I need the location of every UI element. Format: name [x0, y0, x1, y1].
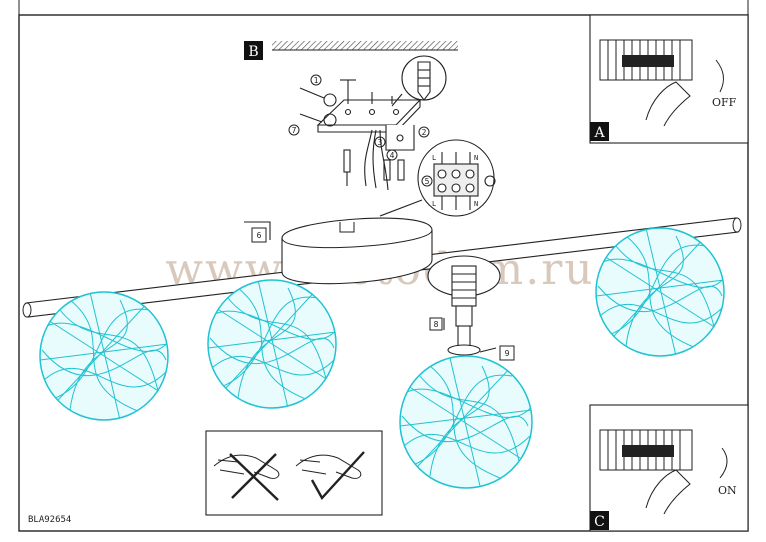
step-7: 7 — [292, 126, 297, 135]
hand-icon — [645, 469, 691, 515]
section-b: B — [244, 41, 496, 217]
step-markers: 1 2 3 4 5 6 7 8 9 — [251, 74, 515, 361]
panel-c-label: C — [594, 514, 605, 530]
bulb-socket — [427, 255, 501, 356]
page-frame — [18, 14, 749, 532]
terminal-label-top-l: L — [432, 154, 436, 162]
check-mark — [310, 451, 365, 501]
hand-icon — [645, 81, 691, 127]
document-code: BLA92654 — [28, 515, 71, 525]
switch-off-text: OFF — [712, 96, 737, 109]
step-2: 2 — [422, 128, 427, 137]
step-3: 3 — [378, 138, 383, 147]
panel-c: ON C — [589, 404, 749, 532]
step-4: 4 — [390, 151, 395, 160]
step-6: 6 — [257, 231, 262, 240]
shade-3 — [399, 355, 533, 489]
glove-notice — [205, 430, 383, 516]
terminal-label-bottom-l: L — [432, 200, 436, 208]
terminal-block-detail — [379, 139, 496, 217]
bare-hand-icon — [213, 454, 280, 479]
panel-a: OFF A — [589, 14, 749, 144]
gloved-hand-icon — [295, 454, 362, 479]
terminal-label-top-n: N — [474, 154, 478, 162]
step-5: 5 — [425, 177, 430, 186]
section-b-label-box — [244, 41, 263, 60]
switch-on-text: ON — [718, 484, 737, 497]
panel-a-label: A — [593, 125, 605, 141]
section-b-label: B — [248, 44, 258, 60]
canopy — [281, 217, 433, 285]
ceiling-hatch — [272, 41, 458, 50]
wall-plug-detail — [391, 55, 447, 107]
step-1: 1 — [314, 76, 319, 85]
step-6-arrow — [244, 221, 271, 240]
shade-4 — [595, 227, 725, 357]
on-arrow — [719, 447, 728, 479]
fixture-body — [22, 217, 742, 318]
step-9: 9 — [505, 349, 510, 358]
step-8: 8 — [434, 320, 439, 329]
off-arrow — [715, 59, 724, 93]
mounting-bracket — [299, 79, 422, 191]
shade-2 — [207, 279, 337, 409]
terminal-label-bottom-n: N — [474, 200, 478, 208]
shade-1 — [39, 291, 169, 421]
cross-mark — [229, 453, 279, 501]
